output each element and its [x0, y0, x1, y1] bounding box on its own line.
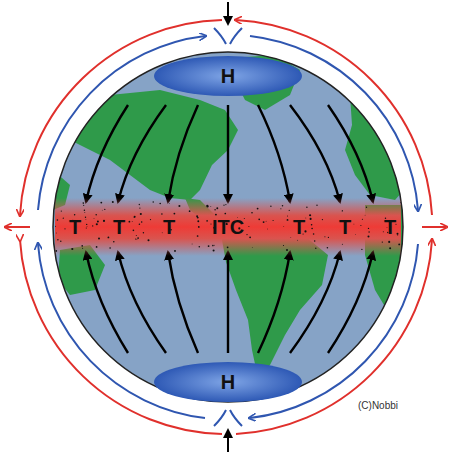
pole-curl — [214, 410, 226, 426]
trade-wind-arrow — [118, 105, 166, 202]
trade-wind-arrow — [290, 252, 340, 353]
pressure-label: T — [384, 216, 396, 239]
convergence-band: T T T ITC T T T — [55, 198, 401, 256]
trade-wind-arrow — [227, 252, 229, 353]
pressure-label: T — [69, 216, 81, 239]
pressure-label: T — [339, 216, 351, 239]
subsidence-arrow — [227, 430, 229, 452]
upper-air-flow — [20, 240, 222, 434]
high-pressure-ellipse: H — [153, 361, 303, 403]
pressure-label: T — [163, 216, 175, 239]
pressure-label: ITC — [212, 216, 244, 239]
trade-wind-arrow — [258, 252, 290, 353]
subsidence-arrow — [227, 2, 229, 24]
pressure-label: T — [113, 216, 125, 239]
trade-wind-arrow — [290, 105, 340, 202]
trade-wind-arrow — [168, 252, 198, 353]
pressure-label: T — [293, 216, 305, 239]
high-pressure-ellipse: H — [153, 55, 303, 97]
pressure-label: H — [221, 65, 235, 88]
trade-wind-arrow — [86, 252, 128, 353]
upper-air-flow — [20, 20, 222, 215]
pressure-label: H — [221, 371, 235, 394]
trade-wind-arrow — [118, 252, 166, 353]
copyright-note: (C)Nobbi — [358, 400, 398, 411]
pole-curl — [230, 28, 242, 44]
equator-outflow — [6, 226, 30, 228]
trade-wind-arrow — [328, 252, 373, 353]
upper-air-flow — [236, 20, 432, 215]
trade-wind-arrow — [227, 105, 229, 202]
trade-wind-arrow — [258, 105, 290, 202]
trade-wind-arrow — [168, 105, 198, 202]
ocean — [53, 52, 403, 402]
pole-curl — [214, 28, 226, 44]
upper-air-flow — [236, 240, 432, 434]
equator-outflow — [422, 226, 446, 228]
pole-curl — [230, 410, 242, 426]
trade-wind-arrow — [86, 105, 128, 202]
trade-wind-arrow — [328, 105, 373, 202]
